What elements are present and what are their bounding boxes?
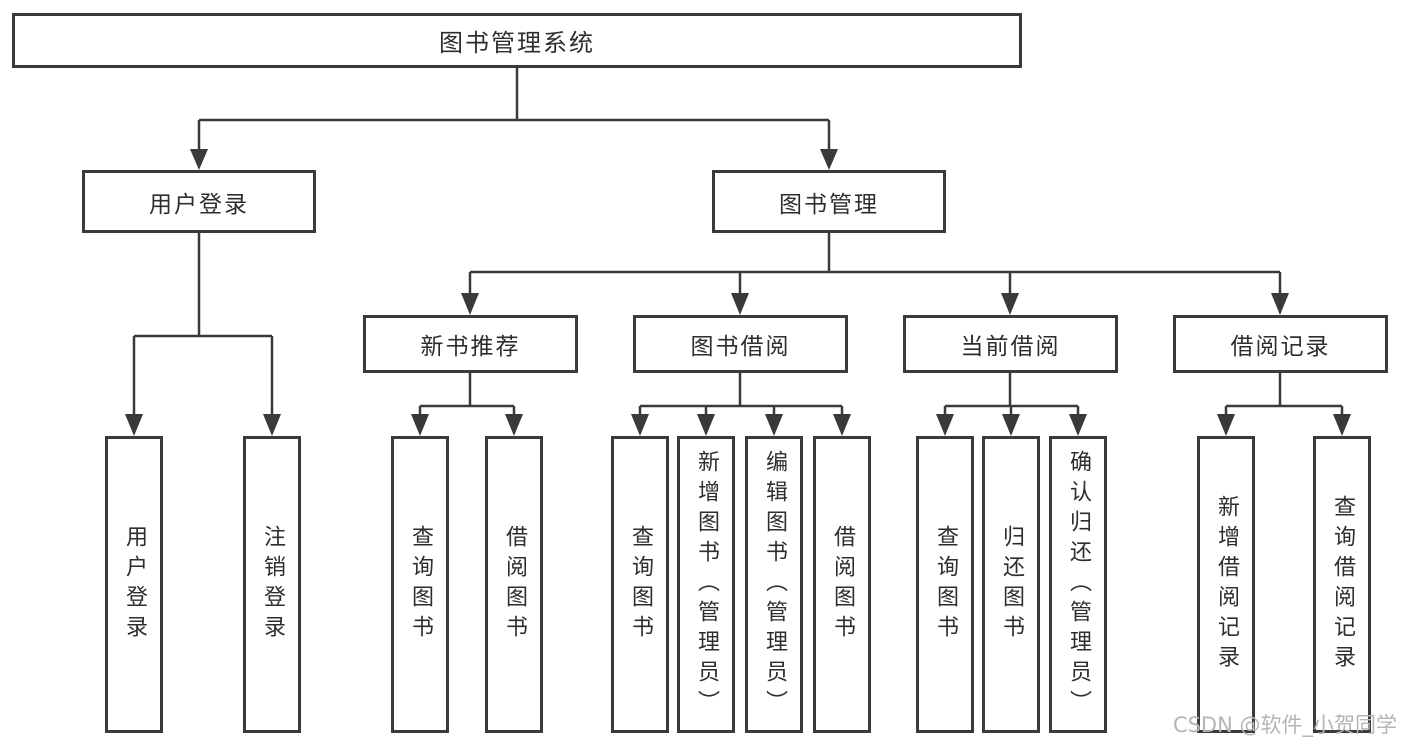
node-label: 查询借阅记录	[1330, 494, 1355, 675]
leaf-add-book-admin: 新增图书（管理员）	[677, 436, 735, 733]
arrow-down-icon	[1217, 414, 1235, 436]
csdn-watermark: CSDN @软件_小贺同学	[1172, 713, 1397, 737]
connector-current-borrowing-to-leaves	[936, 373, 1087, 436]
node-label: 图书管理系统	[439, 29, 595, 57]
arrow-down-icon	[461, 293, 479, 315]
leaf-add-borrow-record: 新增借阅记录	[1197, 436, 1255, 733]
arrow-down-icon	[731, 293, 749, 315]
arrow-down-icon	[125, 414, 143, 436]
node-current-borrowing: 当前借阅	[903, 315, 1118, 373]
node-book-management: 图书管理	[712, 170, 946, 233]
arrow-down-icon	[190, 149, 208, 170]
leaf-user-login: 用户登录	[105, 436, 163, 733]
leaf-logout: 注销登录	[243, 436, 301, 733]
node-label: 新增借阅记录	[1214, 494, 1239, 675]
arrow-down-icon	[936, 414, 954, 436]
arrow-down-icon	[833, 414, 851, 436]
arrow-down-icon	[631, 414, 649, 436]
node-label: 归还图书	[999, 524, 1024, 645]
arrow-down-icon	[1001, 293, 1019, 315]
node-label: 当前借阅	[960, 334, 1061, 360]
connector-new-book-rec-to-leaves	[411, 373, 523, 436]
node-label: 图书借阅	[690, 334, 791, 360]
node-label: 借阅记录	[1230, 334, 1331, 360]
arrow-down-icon	[1271, 293, 1289, 315]
connector-user-login-to-leaves	[125, 233, 281, 436]
node-label: 确认归还（管理员）	[1066, 449, 1091, 720]
leaf-borrow-books-2: 借阅图书	[813, 436, 871, 733]
node-label: 查询图书	[408, 524, 433, 645]
node-label: 图书管理	[779, 191, 879, 218]
arrow-down-icon	[505, 414, 523, 436]
node-library-management-system: 图书管理系统	[12, 13, 1022, 68]
node-new-book-recommendation: 新书推荐	[363, 315, 578, 373]
leaf-confirm-return-admin: 确认归还（管理员）	[1049, 436, 1107, 733]
connector-book-borrowing-to-leaves	[631, 373, 851, 436]
node-book-borrowing: 图书借阅	[633, 315, 848, 373]
leaf-query-borrow-record: 查询借阅记录	[1313, 436, 1371, 733]
leaf-return-books: 归还图书	[982, 436, 1040, 733]
leaf-borrow-books-1: 借阅图书	[485, 436, 543, 733]
connector-book-mgmt-to-level3	[461, 233, 1289, 315]
node-label: 注销登录	[260, 524, 285, 645]
connector-borrowing-records-to-leaves	[1217, 373, 1351, 436]
arrow-down-icon	[820, 149, 838, 170]
arrow-down-icon	[263, 414, 281, 436]
node-label: 新书推荐	[420, 334, 521, 360]
node-label: 借阅图书	[502, 524, 527, 645]
leaf-query-books-2: 查询图书	[611, 436, 669, 733]
node-label: 查询图书	[933, 524, 958, 645]
arrow-down-icon	[1333, 414, 1351, 436]
node-label: 编辑图书（管理员）	[762, 449, 787, 720]
node-label: 用户登录	[149, 191, 249, 218]
leaf-edit-book-admin: 编辑图书（管理员）	[745, 436, 803, 733]
leaf-query-books-1: 查询图书	[391, 436, 449, 733]
arrow-down-icon	[1002, 414, 1020, 436]
connector-root-to-level2	[190, 68, 838, 170]
node-label: 用户登录	[122, 524, 147, 645]
node-borrowing-records: 借阅记录	[1173, 315, 1388, 373]
arrow-down-icon	[697, 414, 715, 436]
node-label: 借阅图书	[830, 524, 855, 645]
leaf-query-books-3: 查询图书	[916, 436, 974, 733]
arrow-down-icon	[1069, 414, 1087, 436]
node-label: 新增图书（管理员）	[694, 449, 719, 720]
node-label: 查询图书	[628, 524, 653, 645]
arrow-down-icon	[411, 414, 429, 436]
arrow-down-icon	[765, 414, 783, 436]
node-user-login: 用户登录	[82, 170, 316, 233]
